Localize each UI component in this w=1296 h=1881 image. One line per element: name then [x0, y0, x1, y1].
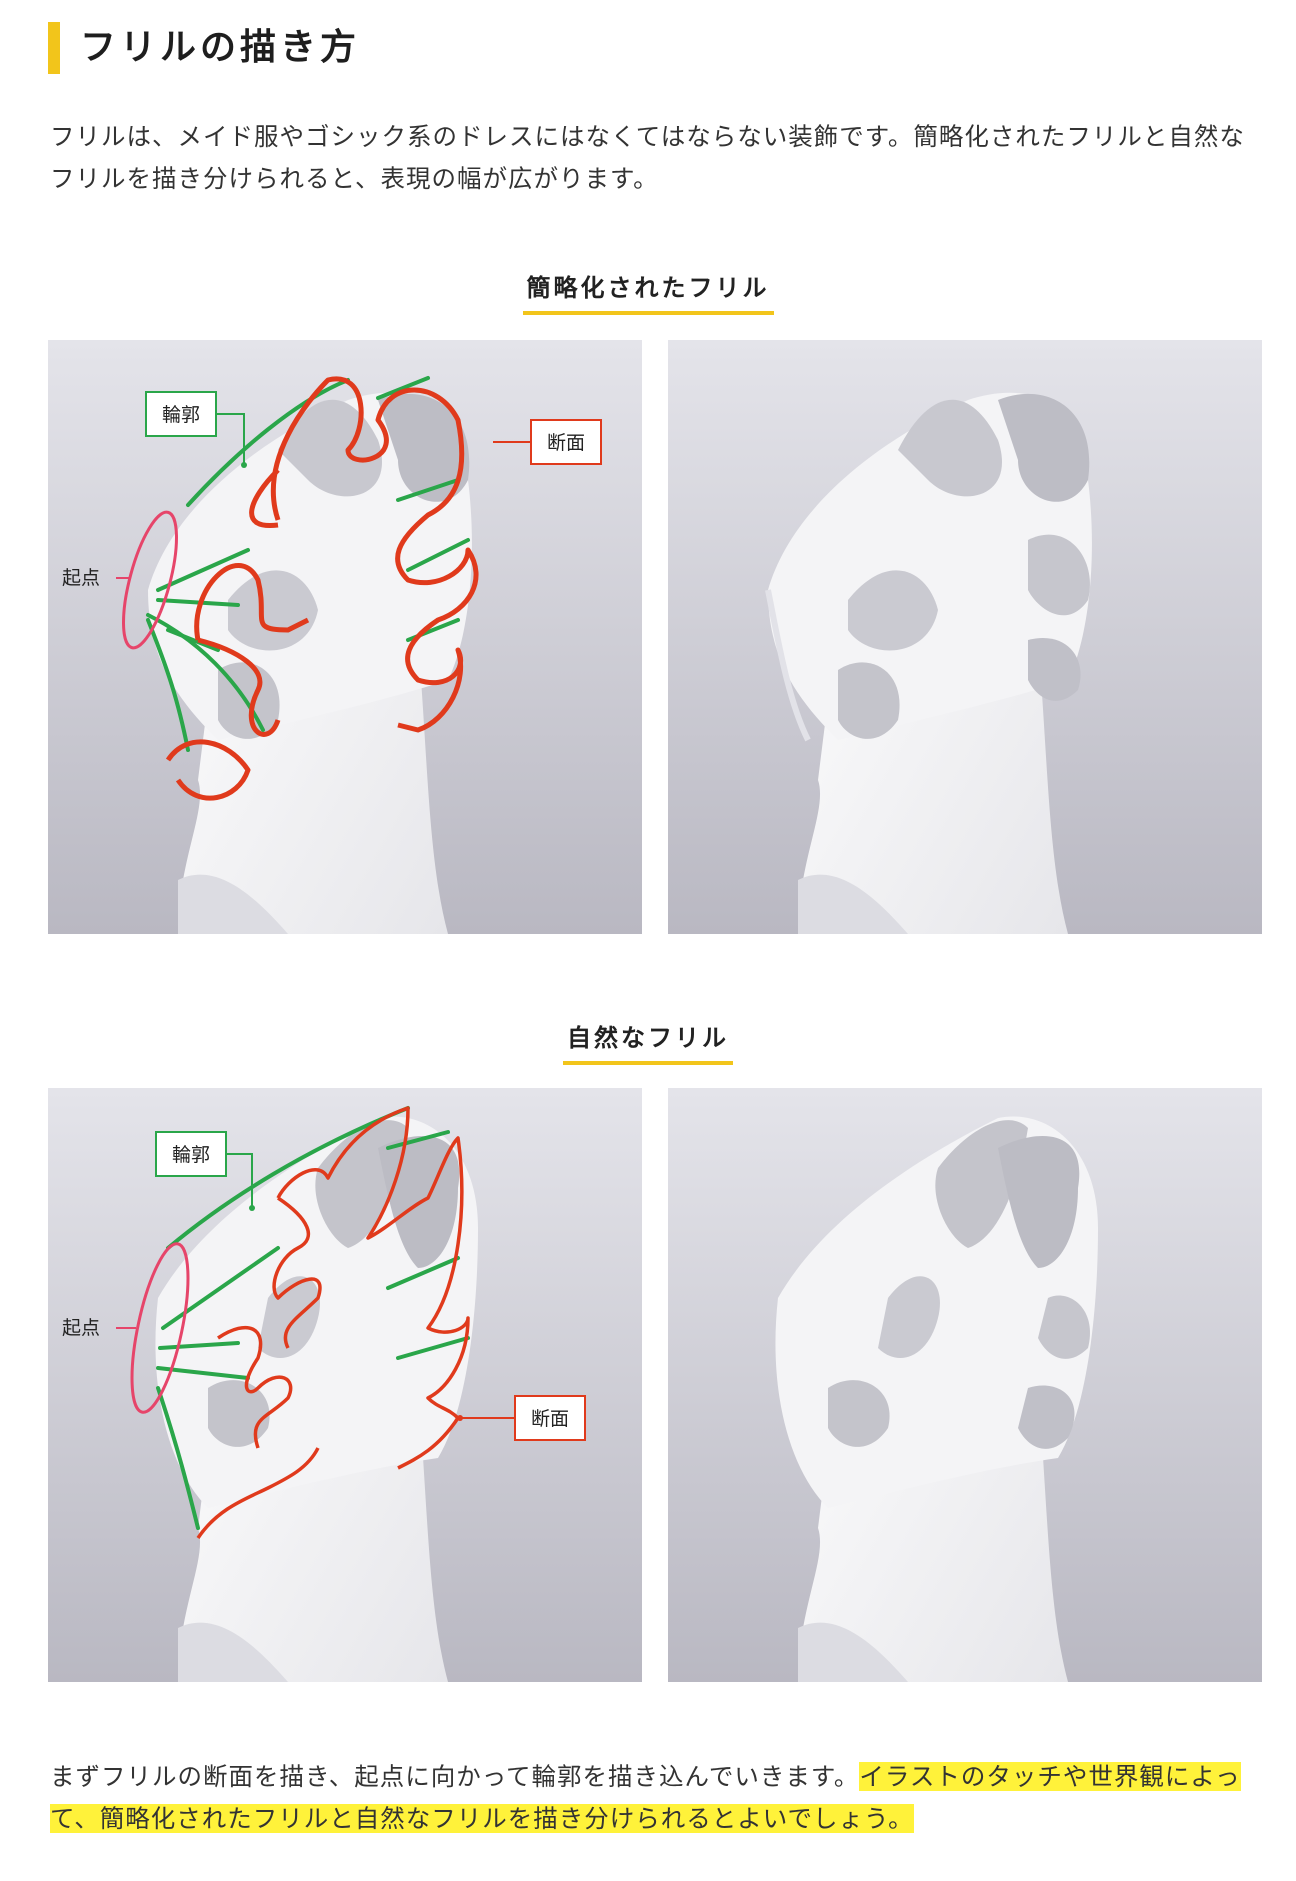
page-title: フリルの描き方: [80, 27, 361, 68]
label-outline: 輪郭: [172, 1144, 210, 1166]
label-origin: 起点: [62, 567, 100, 589]
simplified-frill-annotated-illustration: 輪郭 断面 起点: [48, 340, 642, 934]
section-heading-text: 簡略化されたフリル: [522, 268, 774, 315]
label-section: 断面: [531, 1408, 569, 1430]
section-heading-text: 自然なフリル: [563, 1018, 733, 1065]
section-heading-simplified: 簡略化されたフリル: [0, 268, 1296, 315]
natural-frill-annotated-illustration: 輪郭 断面 起点: [48, 1088, 642, 1682]
label-origin: 起点: [62, 1317, 100, 1339]
section-heading-natural: 自然なフリル: [0, 1018, 1296, 1065]
intro-paragraph: フリルは、メイド服やゴシック系のドレスにはなくてはならない装飾です。簡略化された…: [50, 122, 1245, 193]
simplified-frill-rendered-illustration: [668, 340, 1262, 934]
label-outline: 輪郭: [162, 404, 200, 426]
title-accent-bar: [48, 22, 60, 74]
closing-paragraph: まずフリルの断面を描き、起点に向かって輪郭を描き込んでいきます。イラストのタッチ…: [50, 1756, 1270, 1840]
natural-frill-rendered-illustration: [668, 1088, 1262, 1682]
label-section: 断面: [547, 432, 585, 454]
closing-text: まずフリルの断面を描き、起点に向かって輪郭を描き込んでいきます。: [50, 1762, 860, 1791]
